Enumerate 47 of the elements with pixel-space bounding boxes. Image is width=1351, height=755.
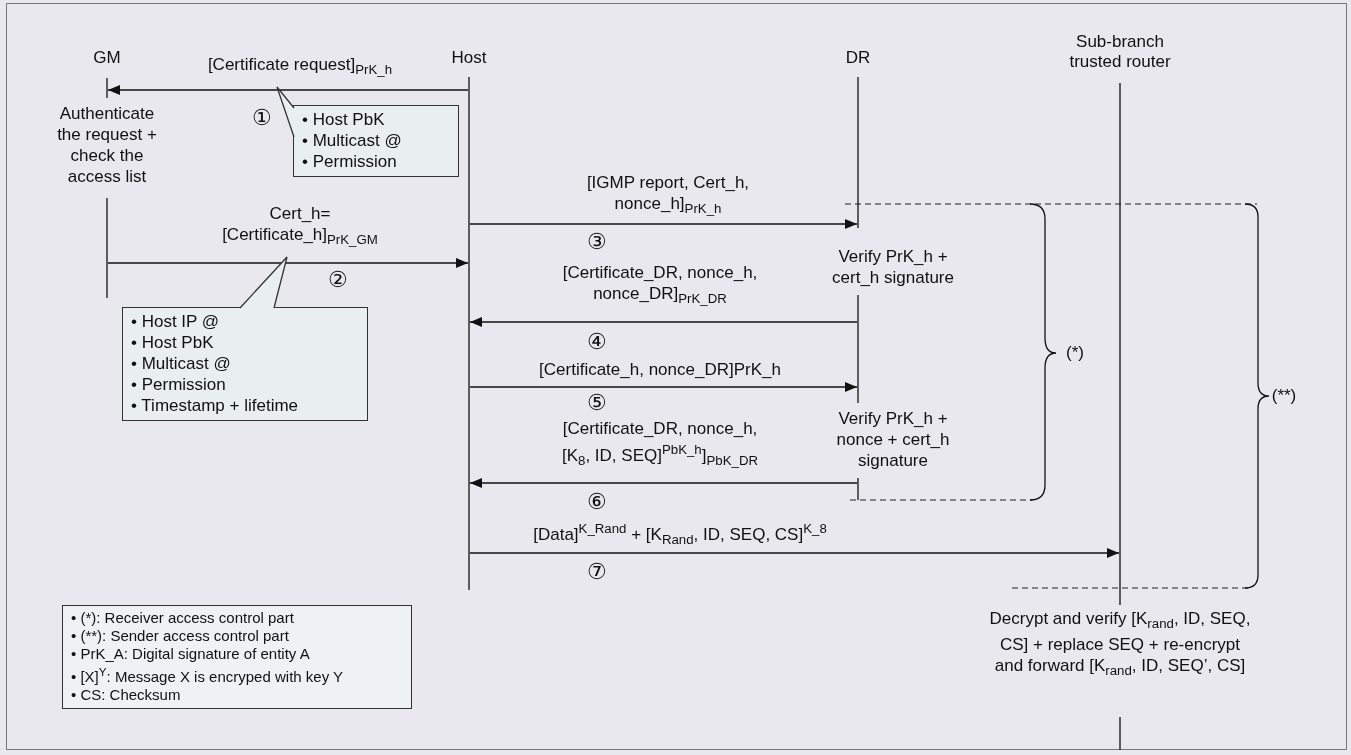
list-item: • PrK_A: Digital signature of entity A [71, 645, 311, 663]
list-item: • CS: Checksum [71, 686, 182, 704]
message-arrow [469, 548, 1120, 558]
message-arrow [469, 317, 858, 327]
lifeline [468, 77, 470, 590]
lifeline [1119, 83, 1121, 750]
step-number: ⑦ [587, 560, 607, 584]
step-number: ③ [587, 230, 607, 254]
list-item: • (*): Receiver access control part [71, 609, 295, 627]
message-arrow [107, 85, 469, 95]
list-item: • Permission [302, 151, 398, 172]
message-arrow [469, 219, 858, 229]
bracket-label: (**) [1271, 386, 1297, 406]
notes-box [62, 605, 412, 709]
message-label: [Certificate request]$_{PrK_h}$ [206, 54, 394, 80]
step-number: ② [328, 268, 348, 292]
step-number: ① [252, 106, 272, 130]
step-number: ⑤ [587, 391, 607, 415]
message-arrow [469, 382, 858, 392]
message-label: [IGMP report, Cert_h, nonce_h]$_{PrK_h}$ [585, 172, 751, 219]
message-arrow [469, 478, 858, 488]
message-label: [Certificate_DR, nonce_h, [K$_{8}$, ID, SEQ]$^{PbK_h}$]$_{PbK_DR}$ [560, 418, 760, 471]
message-label: [Certificate_DR, nonce_h, nonce_DR]$_{PrK_DR}$ [561, 262, 759, 309]
callout-box [293, 105, 459, 177]
step-number: ④ [587, 330, 607, 354]
list-item: • Multicast @ [302, 130, 403, 151]
lifeline [857, 77, 859, 500]
list-item: • Host PbK [302, 109, 386, 130]
list-item: • Timestamp + lifetime [131, 395, 300, 416]
participant-label: GM [92, 48, 122, 68]
list-item: • (**): Sender access control part [71, 627, 290, 645]
step-number: ⑥ [587, 490, 607, 514]
list-item: • Permission [131, 374, 227, 395]
callout-box [122, 307, 368, 421]
list-item: • [X]$^{Y}$: Message X is encryped with key Y [71, 664, 345, 686]
participant-label: Host [450, 48, 488, 68]
list-item: • Multicast @ [131, 353, 232, 374]
participant-label: DR [844, 48, 872, 68]
message-label: [Data]$^{K_Rand}$ + [K$_{Rand}$, ID, SEQ, CS]$^{K_8}$ [532, 520, 828, 550]
lifeline [106, 78, 108, 298]
message-label: [Certificate_h, nonce_DR]PrK_h [538, 359, 782, 380]
message-label: Cert_h= [Certificate_h]$_{PrK_GM}$ [221, 203, 379, 250]
list-item: • Host IP @ [131, 311, 221, 332]
participant-label: Sub-branch trusted router [1068, 32, 1172, 72]
list-item: • Host PbK [131, 332, 215, 353]
message-arrow [107, 258, 469, 268]
bracket-label: (*) [1066, 343, 1084, 363]
